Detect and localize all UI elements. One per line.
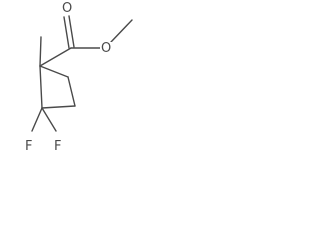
- carbonyl-double-bond-b: [68, 15, 75, 48]
- ring-bond-top: [39, 65, 69, 78]
- carbonyl-oxygen-label: O: [61, 1, 74, 16]
- fluorine-left-label: F: [24, 139, 34, 154]
- methoxy-bond: [110, 19, 133, 43]
- carbonyl-double-bond-a: [63, 16, 70, 49]
- fluorine-left-bond: [31, 107, 43, 132]
- ester-oxygen-label: O: [100, 41, 113, 56]
- fluorine-right-label: F: [53, 139, 63, 154]
- molecule-drawing: [31, 15, 133, 132]
- ring-bond-bottom: [41, 105, 76, 109]
- ring-bond-right: [67, 76, 76, 107]
- structure-canvas: O O F F: [0, 0, 161, 163]
- fluorine-right-bond: [41, 107, 57, 132]
- ring-bond-left: [39, 65, 43, 109]
- carboxyl-carbon-bond: [39, 47, 72, 67]
- methyl-bond: [39, 36, 42, 67]
